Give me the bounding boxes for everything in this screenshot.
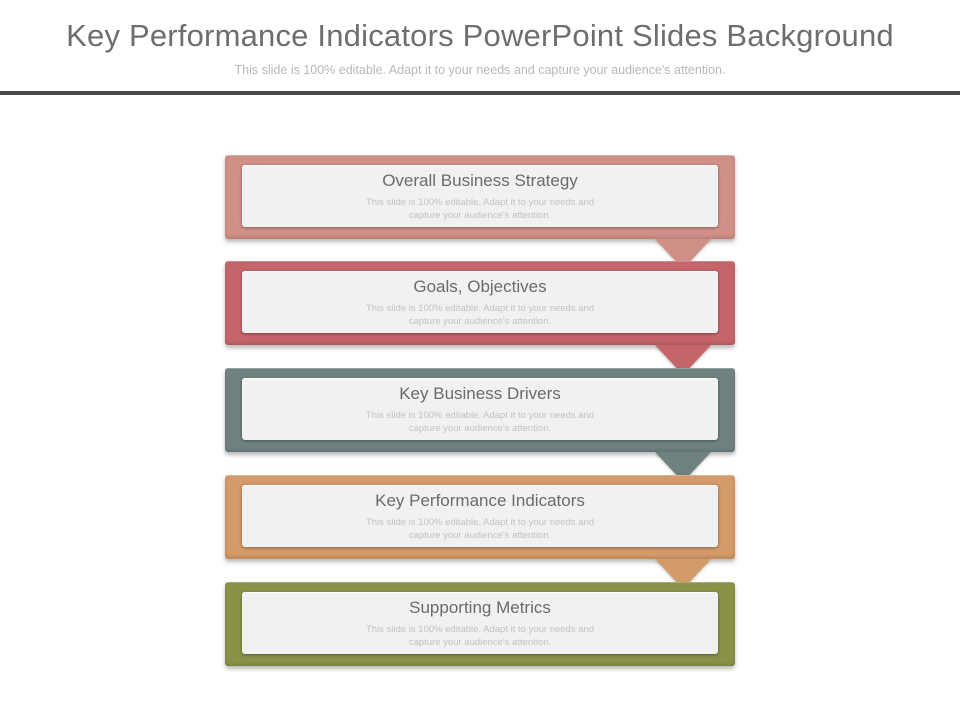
step-description: This slide is 100% editable. Adapt it to… [365, 303, 595, 327]
step-description: This slide is 100% editable. Adapt it to… [365, 517, 595, 541]
slide-subtitle: This slide is 100% editable. Adapt it to… [234, 63, 726, 77]
step-card: Key Business Drivers This slide is 100% … [242, 378, 718, 440]
step-description: This slide is 100% editable. Adapt it to… [365, 197, 595, 221]
step-title: Key Business Drivers [399, 384, 561, 403]
step-title: Overall Business Strategy [382, 171, 578, 190]
step-band-key-business-drivers[interactable]: Key Business Drivers This slide is 100% … [225, 368, 735, 452]
step-band-overall-business-strategy[interactable]: Overall Business Strategy This slide is … [225, 155, 735, 239]
title-divider [0, 91, 960, 95]
step-band-goals-objectives[interactable]: Goals, Objectives This slide is 100% edi… [225, 261, 735, 345]
step-card: Overall Business Strategy This slide is … [242, 165, 718, 227]
step-title: Key Performance Indicators [375, 491, 585, 510]
step-band-key-performance-indicators[interactable]: Key Performance Indicators This slide is… [225, 475, 735, 559]
step-card: Supporting Metrics This slide is 100% ed… [242, 592, 718, 654]
slide-title: Key Performance Indicators PowerPoint Sl… [66, 18, 894, 53]
step-card: Goals, Objectives This slide is 100% edi… [242, 271, 718, 333]
step-card: Key Performance Indicators This slide is… [242, 485, 718, 547]
step-title: Supporting Metrics [409, 598, 551, 617]
step-band-supporting-metrics[interactable]: Supporting Metrics This slide is 100% ed… [225, 582, 735, 666]
step-description: This slide is 100% editable. Adapt it to… [365, 410, 595, 434]
step-description: This slide is 100% editable. Adapt it to… [365, 624, 595, 648]
step-title: Goals, Objectives [413, 277, 547, 296]
